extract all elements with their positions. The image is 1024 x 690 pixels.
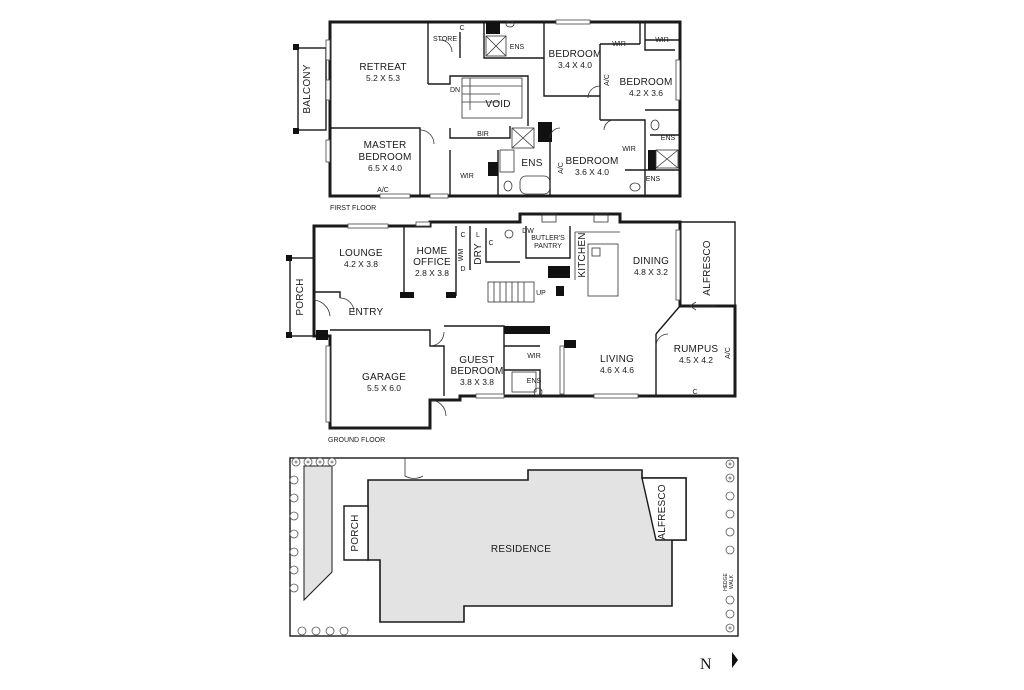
kitchen-label: KITCHEN [577, 232, 588, 277]
ac-master-label: A/C [377, 187, 389, 194]
rumpus-label: RUMPUS [674, 344, 719, 355]
home-office-label-2: OFFICE [413, 257, 451, 268]
butlers-label-1: BUTLER'S [531, 235, 565, 242]
cupboard-c2-label: C [488, 240, 493, 247]
ensuite-right2-label: ENS [646, 176, 661, 183]
dishwasher-label: DW [522, 228, 534, 235]
bedroom-c-dims: 3.6 X 4.0 [575, 167, 609, 177]
ac-c-label: A/C [558, 162, 565, 174]
retreat-label: RETREAT [359, 62, 406, 73]
washing-machine-label: WM [458, 249, 465, 262]
guest-ensuite-label: ENS [527, 378, 542, 385]
bedroom-c-label: BEDROOM [565, 156, 618, 167]
guest-bedroom-dims: 3.8 X 3.8 [460, 377, 494, 387]
ac-b-label: A/C [604, 74, 611, 86]
dryer-d-label: D [460, 266, 465, 273]
lounge-dims: 4.2 X 3.8 [344, 259, 378, 269]
ac-ground-label: A/C [725, 347, 732, 359]
cupboard-c-label: C [459, 25, 464, 32]
garage-dims: 5.5 X 6.0 [367, 383, 401, 393]
hedge-label-2: WALK [729, 574, 735, 589]
guest-bedroom-label-2: BEDROOM [450, 366, 503, 377]
planting [289, 457, 735, 636]
master-dims: 6.5 X 4.0 [368, 163, 402, 173]
wir-b-label: WIR [655, 37, 669, 44]
hedge-label-1: HEDGE [723, 572, 729, 590]
down-stair-label: DN [450, 87, 460, 94]
laundry-l-label: L [476, 232, 480, 239]
ground-floor-label: GROUND FLOOR [328, 437, 385, 444]
entry-label: ENTRY [349, 307, 384, 318]
dining-dims: 4.8 X 3.2 [634, 267, 668, 277]
store-label: STORE [433, 36, 457, 43]
rumpus-dims: 4.5 X 4.2 [679, 355, 713, 365]
ensuite-right1-label: ENS [661, 135, 676, 142]
guest-wir-label: WIR [527, 353, 541, 360]
bedroom-b-label: BEDROOM [619, 77, 672, 88]
bedroom-a-label: BEDROOM [548, 49, 601, 60]
site-alfresco-label: ALFRESCO [657, 484, 668, 540]
wir-master-label: WIR [460, 173, 474, 180]
living-dims: 4.6 X 4.6 [600, 365, 634, 375]
butlers-label-2: PANTRY [534, 243, 562, 250]
ensuite-master-label: ENS [521, 158, 542, 169]
north-arrow-icon [732, 652, 738, 668]
master-label-2: BEDROOM [358, 152, 411, 163]
wir-c-label: WIR [622, 146, 636, 153]
fridge-f-label: F [560, 286, 564, 293]
void-label: VOID [485, 99, 510, 110]
retreat-dims: 5.2 X 5.3 [366, 73, 400, 83]
cupboard-c3-label: C [692, 389, 697, 396]
balcony-label: BALCONY [302, 64, 313, 113]
cupboard-c1-label: C [460, 232, 465, 239]
ensuite-top-label: ENS [510, 44, 525, 51]
bedroom-a-dims: 3.4 X 4.0 [558, 60, 592, 70]
alfresco-label: ALFRESCO [702, 240, 713, 296]
lounge-label: LOUNGE [339, 248, 383, 259]
dry-label: DRY [473, 243, 484, 265]
north-label: N [700, 656, 712, 673]
first-floor-plan [293, 19, 682, 199]
ground-floor-plan [286, 212, 737, 430]
bedroom-b-dims: 4.2 X 3.6 [629, 88, 663, 98]
porch-label: PORCH [295, 278, 306, 315]
site-plan [289, 457, 739, 637]
up-stair-label: UP [536, 290, 546, 297]
master-label-1: MASTER [364, 140, 407, 151]
guest-bedroom-label-1: GUEST [459, 355, 494, 366]
north-arrow: N [700, 652, 738, 673]
garage-label: GARAGE [362, 372, 406, 383]
living-label: LIVING [600, 354, 634, 365]
home-office-dims: 2.8 X 3.8 [415, 268, 449, 278]
first-floor-label: FIRST FLOOR [330, 205, 376, 212]
wir-a-label: WIR [612, 41, 626, 48]
site-porch-label: PORCH [350, 514, 361, 551]
bir-label: BIR [477, 131, 489, 138]
dining-label: DINING [633, 256, 669, 267]
home-office-label-1: HOME [417, 246, 448, 257]
residence-label: RESIDENCE [491, 544, 551, 555]
